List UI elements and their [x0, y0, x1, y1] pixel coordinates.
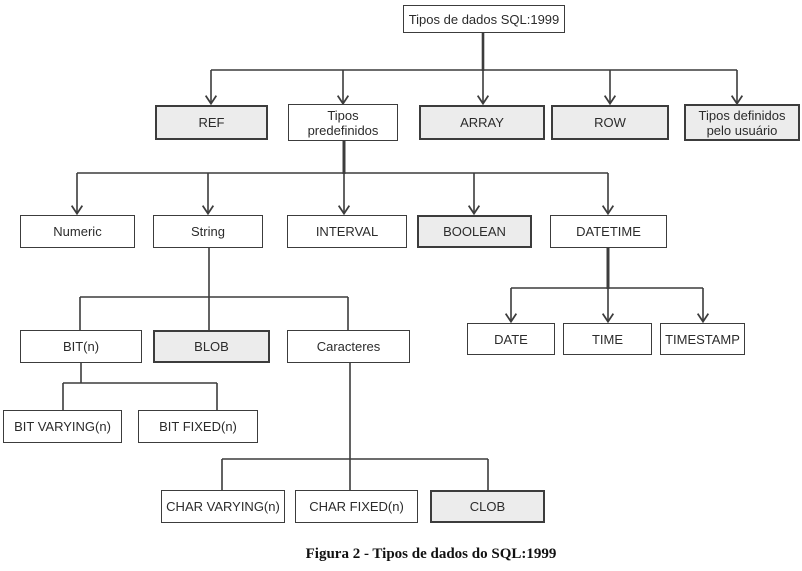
- node-interval: INTERVAL: [287, 215, 407, 248]
- node-date: DATE: [467, 323, 555, 355]
- node-string: String: [153, 215, 263, 248]
- node-char-varying-n: CHAR VARYING(n): [161, 490, 285, 523]
- node-tipos-predefinidos: Tipos predefinidos: [288, 104, 398, 141]
- node-bit-varying-n: BIT VARYING(n): [3, 410, 122, 443]
- node-numeric: Numeric: [20, 215, 135, 248]
- node-time: TIME: [563, 323, 652, 355]
- node-blob: BLOB: [153, 330, 270, 363]
- node-caracteres: Caracteres: [287, 330, 410, 363]
- node-tipos-de-dados-sql1999: Tipos de dados SQL:1999: [403, 5, 565, 33]
- node-row: ROW: [551, 105, 669, 140]
- node-clob: CLOB: [430, 490, 545, 523]
- node-bit-fixed-n: BIT FIXED(n): [138, 410, 258, 443]
- node-boolean: BOOLEAN: [417, 215, 532, 248]
- node-timestamp: TIMESTAMP: [660, 323, 745, 355]
- node-bit-n: BIT(n): [20, 330, 142, 363]
- node-datetime: DATETIME: [550, 215, 667, 248]
- figure-caption: Figura 2 - Tipos de dados do SQL:1999: [305, 546, 557, 562]
- node-array: ARRAY: [419, 105, 545, 140]
- node-char-fixed-n: CHAR FIXED(n): [295, 490, 418, 523]
- node-tipos-definidos-pelo-usuario: Tipos definidos pelo usuário: [684, 104, 800, 141]
- node-ref: REF: [155, 105, 268, 140]
